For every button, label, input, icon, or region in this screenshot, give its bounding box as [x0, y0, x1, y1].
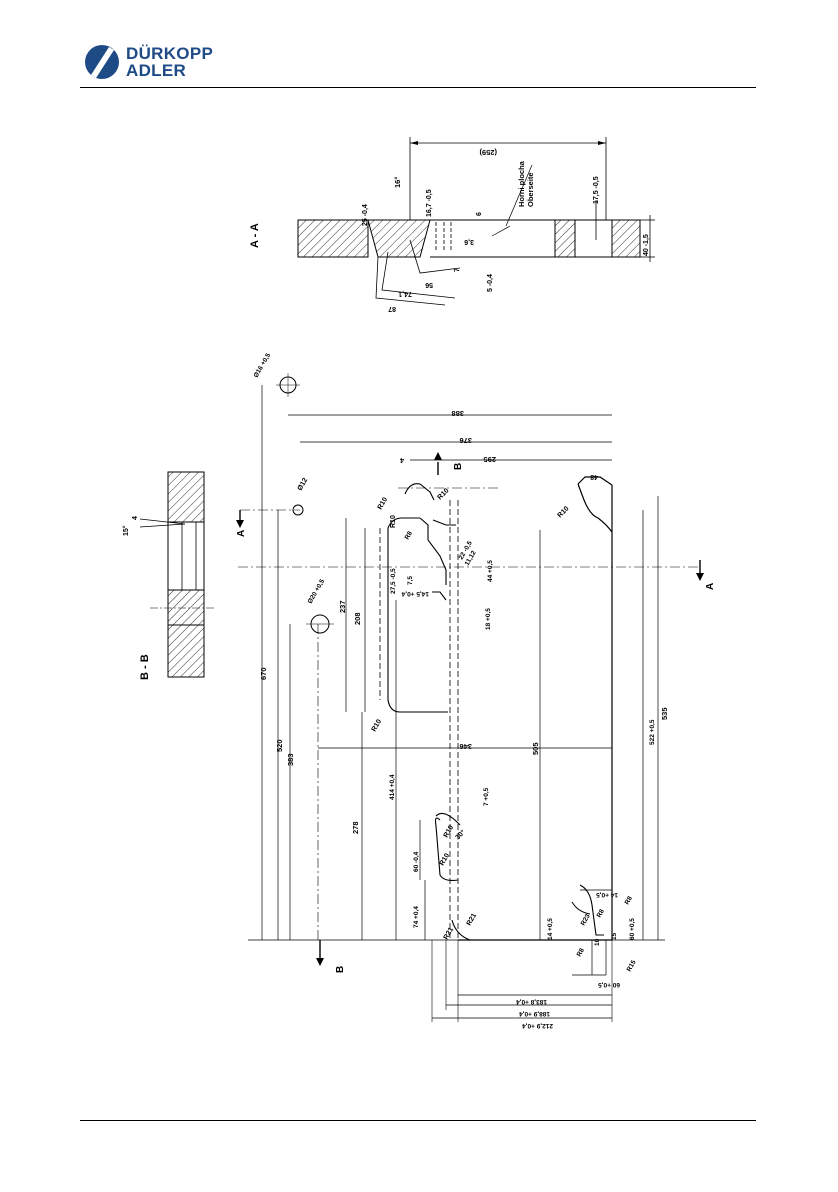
- dim-10: 10: [594, 938, 601, 946]
- dim-aa-16deg: 16°: [393, 177, 402, 188]
- dim-aa-6: 6: [476, 212, 483, 216]
- cut-a-left: A: [236, 530, 247, 537]
- dim-60: 60 -0,4: [413, 851, 420, 872]
- radius-r10-g: R10: [436, 487, 450, 501]
- brand-line-2: ADLER: [126, 61, 187, 80]
- dim-30deg: 30°: [454, 828, 467, 841]
- section-b-b: B - B 15° 4: [122, 471, 215, 680]
- radius-r10-f: R10: [556, 505, 570, 519]
- dim-522: 522 +0,5: [649, 719, 656, 745]
- dim-376: 376: [459, 436, 472, 445]
- radius-r10-d: R10: [443, 824, 456, 839]
- cut-b-top: B: [453, 463, 464, 470]
- radius-r10-e: R10: [439, 852, 452, 867]
- note-horni-plocha: Horni plocha: [517, 160, 526, 207]
- dim-14-a: 14 +0,5: [547, 918, 554, 940]
- header-rule: [80, 87, 756, 88]
- dim-bb-15deg: 15°: [122, 525, 130, 536]
- plan-view: A A B B 670 520 383 278 414 +0,4 74 +0,4…: [236, 352, 716, 1029]
- dim-237: 237: [338, 600, 347, 613]
- section-a-a-label: A - A: [249, 223, 261, 248]
- dim-520: 520: [275, 739, 284, 752]
- dim-27-5: 27,5 -0,5: [390, 568, 397, 594]
- radius-r10-c: R10: [371, 718, 384, 733]
- dim-388: 388: [451, 409, 464, 418]
- section-a-a: A - A (259) 16° 25 -0,4 16,7 -0,5 6 3,6 …: [249, 137, 655, 312]
- dim-188-9: 188,9 +0,4: [519, 1010, 550, 1017]
- brand-line-1: DÜRKOPP: [126, 44, 214, 63]
- dim-aa-7: 7: [454, 268, 461, 272]
- page-header: DÜRKOPP ADLER: [80, 40, 756, 90]
- cut-a-right: A: [705, 583, 716, 590]
- radius-r10-a: R10: [377, 496, 390, 511]
- dim-7-5: 7,5: [407, 576, 414, 585]
- hole-d16: Ø16 +0,5: [253, 352, 273, 379]
- radius-r8-a: R8: [404, 530, 414, 541]
- dim-44: 44 +0,5: [487, 560, 494, 582]
- dim-aa-17-5: 17,5 -0,5: [593, 176, 600, 204]
- dim-183-8: 183,8 +0,4: [516, 998, 547, 1005]
- dim-4: 4: [400, 456, 404, 463]
- dim-14-b: 14 +0,5: [596, 891, 618, 898]
- radius-r15: R15: [626, 959, 638, 973]
- dim-aa-25: 25 -0,4: [362, 204, 369, 226]
- dim-15: 15: [611, 932, 618, 940]
- dim-60-c: 60 +0,5: [629, 918, 636, 940]
- radius-r21-a: R21: [443, 926, 456, 941]
- dim-18: 18 +0,5: [485, 608, 492, 630]
- dim-212-9: 212,9 +0,4: [522, 1022, 553, 1029]
- dim-278: 278: [351, 821, 360, 834]
- dim-48: 48: [590, 473, 598, 480]
- note-oberseite: Oberseite: [526, 172, 535, 207]
- radius-r8-b: R8: [576, 947, 586, 958]
- dim-bb-4: 4: [132, 516, 139, 520]
- dim-60-b: 60 +0,5: [598, 981, 620, 988]
- dim-208: 208: [353, 612, 362, 625]
- dim-aa-40: 40 -1,5: [643, 234, 650, 256]
- dim-aa-56: 56: [425, 281, 433, 288]
- duerkopp-adler-logo-icon: [85, 45, 119, 79]
- radius-r8-d: R8: [624, 895, 634, 906]
- hole-d12: Ø12: [297, 477, 310, 492]
- radius-r8-c: R8: [596, 908, 606, 919]
- dim-aa-3-6: 3,6: [464, 238, 474, 245]
- dim-346: 346: [459, 742, 472, 751]
- dim-414: 414 +0,4: [389, 774, 396, 800]
- dim-aa-259: (259): [479, 148, 497, 157]
- cut-b-bottom: B: [335, 966, 346, 973]
- dim-74: 74 +0,4: [413, 906, 420, 928]
- dim-505: 505: [531, 742, 540, 755]
- dim-aa-87: 87: [388, 305, 396, 312]
- hole-d20: Ø20 +0,5: [307, 578, 327, 605]
- dim-383: 383: [286, 753, 295, 766]
- dim-535: 535: [660, 707, 669, 720]
- dim-aa-5: 5 -0,4: [487, 274, 494, 292]
- radius-r21-b: R21: [466, 912, 479, 927]
- dim-7: 7 +0,5: [483, 787, 490, 806]
- dim-14-5: 14,5 +0,4: [401, 590, 429, 597]
- radius-r10-b: R10: [390, 515, 397, 528]
- dim-670: 670: [259, 667, 268, 680]
- dim-295: 295: [483, 455, 496, 464]
- footer-rule: [80, 1120, 756, 1121]
- dim-aa-74-1: 74,1: [398, 290, 412, 297]
- dim-aa-16-7: 16,7 -0,5: [426, 189, 433, 217]
- section-b-b-label: B - B: [139, 654, 151, 680]
- radius-r23: R23: [580, 913, 592, 927]
